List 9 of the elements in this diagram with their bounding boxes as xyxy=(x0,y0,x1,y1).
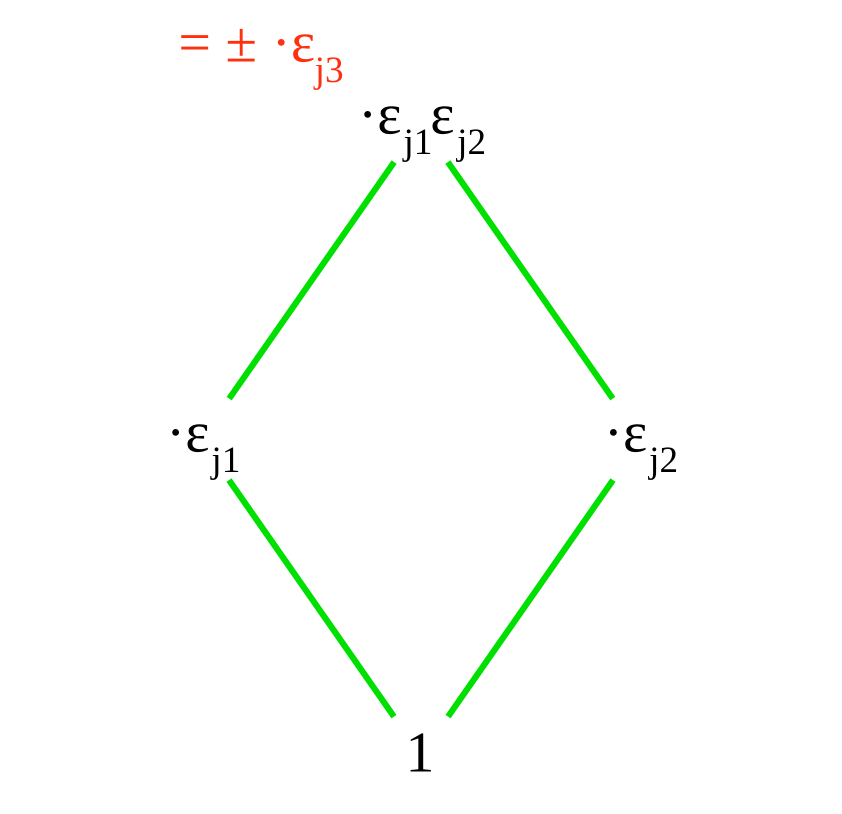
node-text: ·ε$_{j2}$ xyxy=(604,399,678,481)
connector xyxy=(446,478,616,718)
node-label: = ± ·ε$_{j3}$ xyxy=(178,8,344,90)
node-text: 1 xyxy=(406,719,434,784)
connector xyxy=(226,160,397,400)
node-text: ·ε$_{j1}$ xyxy=(166,399,240,481)
connector xyxy=(226,478,396,718)
connector xyxy=(445,160,616,400)
node-text: ·ε$_{j1}$ε$_{j2}$ xyxy=(358,81,486,163)
